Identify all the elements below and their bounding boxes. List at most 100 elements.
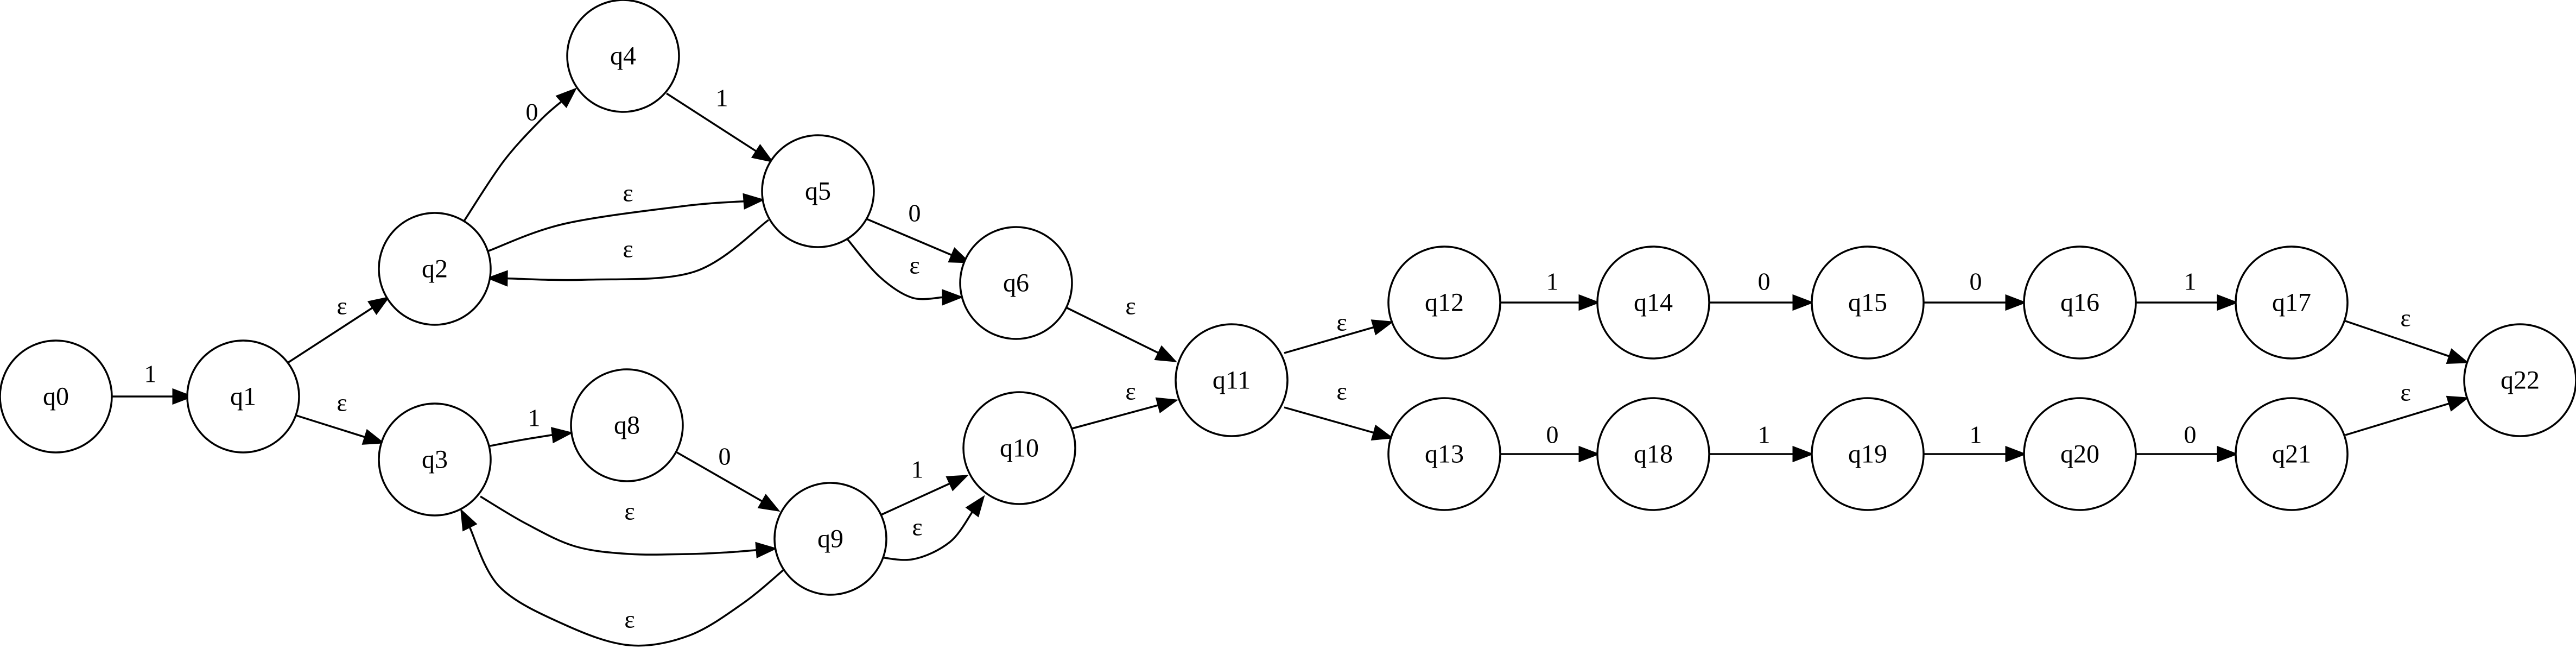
transition-label: ε — [909, 251, 919, 279]
transition-line — [666, 92, 757, 153]
transition-label: 1 — [1546, 268, 1559, 295]
state-q10: q10 — [962, 391, 1076, 505]
transition-q12-q14: 1 — [1500, 268, 1601, 311]
state-label: q22 — [2501, 366, 2540, 395]
state-label: q13 — [1425, 440, 1464, 469]
transition-label: 0 — [909, 199, 921, 227]
state-circle — [2235, 245, 2349, 360]
transition-line — [463, 100, 562, 222]
arrowhead-icon — [743, 193, 765, 210]
state-circle — [1811, 397, 1925, 511]
state-q6: q6 — [959, 226, 1073, 340]
transition-label: 1 — [528, 404, 541, 432]
state-q0: q0 — [0, 339, 113, 454]
arrowhead-icon — [1154, 345, 1177, 362]
state-label: q17 — [2272, 288, 2311, 317]
state-label: q1 — [230, 382, 256, 411]
state-circle — [2023, 245, 2137, 360]
state-q1: q1 — [186, 339, 300, 454]
transition-label: ε — [623, 235, 633, 263]
state-label: q21 — [2272, 440, 2311, 469]
transition-label: ε — [2400, 379, 2410, 406]
state-circle — [2235, 397, 2349, 511]
transition-q10-q11: ε — [1071, 377, 1179, 430]
arrowhead-icon — [1371, 319, 1394, 336]
transition-label: ε — [624, 498, 635, 525]
state-label: q16 — [2060, 288, 2099, 317]
state-circle — [378, 212, 492, 326]
transition-line — [846, 238, 943, 300]
arrowhead-icon — [2217, 294, 2239, 311]
state-label: q11 — [1213, 366, 1251, 395]
transition-q11-q12: ε — [1284, 309, 1394, 354]
transition-label: 0 — [719, 443, 731, 470]
state-q16: q16 — [2023, 245, 2137, 360]
state-circle — [1387, 397, 1501, 511]
state-q15: q15 — [1811, 245, 1925, 360]
state-label: q20 — [2060, 440, 2099, 469]
transition-label: 1 — [1970, 421, 1982, 449]
transition-label: ε — [337, 389, 347, 417]
state-circle — [773, 482, 887, 596]
transition-q18-q19: 1 — [1709, 421, 1814, 463]
arrowhead-icon — [942, 289, 964, 306]
arrowhead-icon — [1371, 424, 1394, 440]
state-label: q10 — [1000, 434, 1039, 463]
state-label: q14 — [1634, 288, 1673, 317]
transition-label: ε — [1336, 309, 1347, 336]
state-label: q9 — [817, 525, 843, 553]
state-circle — [1596, 397, 1710, 511]
state-label: q0 — [43, 382, 69, 411]
state-label: q4 — [610, 42, 636, 71]
transition-label: 0 — [1970, 268, 1982, 295]
transition-q2-q5: ε — [488, 179, 765, 252]
state-circle — [186, 339, 300, 454]
arrowhead-icon — [2446, 395, 2470, 412]
state-circle — [959, 226, 1073, 340]
transition-q17-q22: ε — [2345, 304, 2469, 364]
arrowhead-icon — [2446, 348, 2469, 364]
state-q2: q2 — [378, 212, 492, 326]
transition-label: 1 — [911, 456, 924, 483]
state-q21: q21 — [2235, 397, 2349, 511]
transition-label: ε — [624, 606, 635, 633]
transition-label: 0 — [526, 98, 538, 126]
transition-label: 0 — [2184, 421, 2197, 449]
arrowhead-icon — [1792, 294, 1814, 311]
arrowhead-icon — [1792, 445, 1814, 463]
transition-label: ε — [912, 513, 922, 541]
transition-q5-q6: ε — [846, 238, 964, 306]
transition-q2-q4: 0 — [463, 87, 578, 222]
state-q13: q13 — [1387, 397, 1501, 511]
arrowhead-icon — [555, 87, 578, 108]
transition-label: 1 — [716, 84, 728, 112]
transition-q15-q16: 0 — [1924, 268, 2027, 311]
state-q11: q11 — [1175, 323, 1289, 437]
state-q12: q12 — [1387, 245, 1501, 360]
state-label: q18 — [1634, 440, 1673, 469]
transition-q14-q15: 0 — [1709, 268, 1814, 311]
transition-q9-q3: ε — [460, 508, 785, 647]
arrowhead-icon — [755, 542, 778, 558]
state-label: q15 — [1848, 288, 1887, 317]
arrowhead-icon — [1578, 294, 1601, 311]
state-q9: q9 — [773, 482, 887, 596]
transition-q9-q10: 1 — [880, 456, 969, 516]
arrowhead-icon — [367, 296, 390, 316]
transition-label: 0 — [1758, 268, 1771, 295]
transition-line — [1065, 306, 1159, 354]
arrowhead-icon — [172, 388, 194, 405]
state-q22: q22 — [2463, 323, 2576, 437]
transition-label: ε — [1336, 377, 1347, 405]
transition-line — [674, 450, 763, 502]
transition-line — [487, 434, 553, 448]
arrowhead-icon — [757, 494, 781, 512]
arrowhead-icon — [751, 144, 774, 163]
arrowhead-icon — [2217, 445, 2239, 463]
state-circle — [761, 134, 875, 248]
arrowhead-icon — [361, 429, 385, 445]
state-circle — [1387, 245, 1501, 360]
transition-q1-q3: ε — [296, 389, 385, 445]
